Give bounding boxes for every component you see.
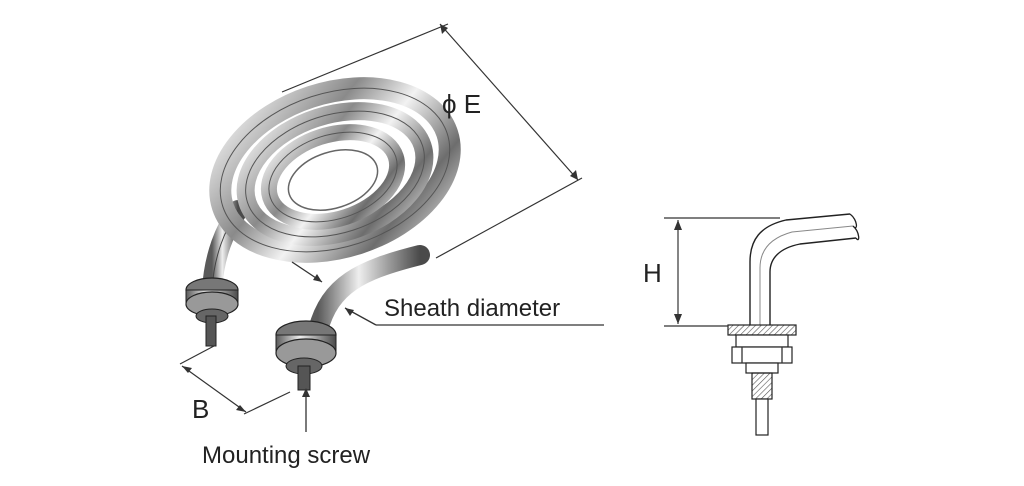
sheath-diameter-leader	[291, 261, 604, 326]
sheath-diameter-label: Sheath diameter	[384, 295, 560, 322]
coil-heater-illustration	[185, 77, 461, 391]
b-dimension	[179, 345, 291, 415]
h-dimension	[664, 217, 780, 327]
mounting-screw-label: Mounting screw	[202, 442, 371, 469]
diameter-e-label: ϕ E	[442, 89, 481, 119]
h-label: H	[643, 258, 662, 288]
left-mounting-fitting	[185, 277, 239, 347]
side-section-view	[727, 213, 860, 436]
right-mounting-fitting	[275, 320, 337, 391]
b-label: B	[192, 394, 209, 424]
diameter-dimension	[281, 23, 583, 259]
